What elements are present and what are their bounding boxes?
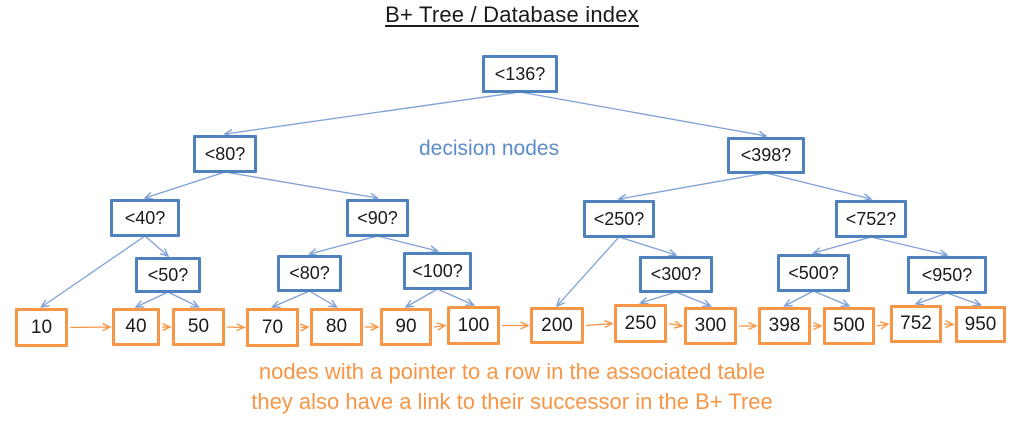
decision-nodes-annotation: decision nodes — [419, 137, 560, 160]
diagram-title-text: B+ Tree / Database index — [385, 2, 639, 27]
decision-node-80: <80? — [277, 255, 342, 292]
edge — [433, 326, 445, 328]
edge — [42, 235, 146, 307]
leaf-node-250: 250 — [614, 304, 667, 343]
edge — [785, 290, 814, 306]
edge — [69, 327, 110, 328]
diagram-title: B+ Tree / Database index — [0, 2, 1024, 28]
edge — [225, 91, 521, 134]
decision-node-300: <300? — [639, 256, 713, 293]
decision-node-80: <80? — [193, 135, 257, 173]
edge — [309, 290, 337, 307]
decision-node-398: <398? — [727, 137, 805, 174]
edge — [876, 324, 888, 326]
edge — [813, 290, 850, 306]
edge — [167, 291, 199, 307]
decision-node-40: <40? — [110, 199, 180, 237]
leaf-node-500: 500 — [823, 307, 875, 345]
edge — [136, 291, 169, 307]
edge — [377, 235, 438, 251]
edge — [224, 171, 378, 198]
decision-node-752: <752? — [835, 200, 907, 238]
leaf-node-200: 200 — [530, 307, 584, 344]
edge — [310, 235, 378, 254]
leaf-node-100: 100 — [447, 306, 500, 345]
edge — [675, 291, 711, 306]
leaf-node-80: 80 — [310, 308, 363, 346]
edge — [870, 236, 947, 255]
leaf-node-950: 950 — [955, 306, 1006, 343]
decision-node-950: <950? — [907, 256, 987, 294]
edge — [618, 236, 676, 255]
edge — [145, 171, 226, 198]
edge — [765, 172, 871, 199]
edge — [916, 292, 948, 304]
edge — [814, 236, 872, 253]
leaf-node-40: 40 — [112, 308, 160, 346]
edge — [437, 288, 474, 305]
edge — [668, 324, 682, 327]
decision-node-136: <136? — [482, 55, 558, 93]
leaf-node-90: 90 — [380, 308, 432, 346]
decision-node-50: <50? — [135, 257, 201, 293]
leaf-node-10: 10 — [15, 308, 68, 347]
edge — [585, 324, 612, 326]
leaf-note-line-2: they also have a link to their successor… — [251, 389, 773, 414]
leaf-node-398: 398 — [758, 307, 811, 345]
decision-node-500: <500? — [777, 254, 850, 292]
leaf-note-line-1: nodes with a pointer to a row in the ass… — [258, 359, 766, 384]
edge — [226, 327, 244, 328]
edge — [943, 324, 953, 325]
decision-node-90: <90? — [346, 199, 409, 237]
edge — [301, 327, 308, 328]
leaf-node-50: 50 — [172, 308, 225, 346]
edge — [406, 288, 438, 307]
leaf-node-752: 752 — [890, 305, 942, 343]
edge — [946, 292, 981, 305]
decision-node-100: <100? — [403, 252, 472, 290]
edge — [619, 172, 767, 199]
edge — [557, 236, 620, 306]
edge — [144, 235, 168, 256]
edge — [641, 291, 677, 303]
edge — [273, 290, 310, 307]
leaf-node-70: 70 — [246, 308, 299, 347]
decision-node-250: <250? — [583, 200, 655, 238]
edge — [519, 91, 766, 136]
leaf-node-300: 300 — [684, 307, 737, 345]
